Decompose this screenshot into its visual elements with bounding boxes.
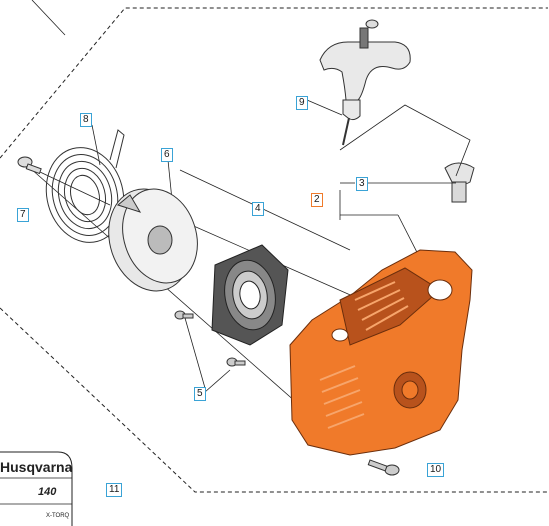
starter-handle — [319, 19, 411, 146]
rope-guide — [444, 162, 475, 203]
assembly-boundary-dashed-lower — [0, 307, 548, 493]
top-left-edge — [31, 0, 66, 36]
screw-left — [17, 156, 42, 175]
starter-pawl-housing — [211, 244, 289, 346]
model-number: 140 — [38, 486, 57, 498]
small-screws — [174, 310, 246, 367]
callout-9[interactable]: 9 — [296, 96, 308, 110]
callout-11[interactable]: 11 — [106, 483, 123, 497]
recoil-spring — [45, 129, 125, 243]
brand-name: Husqvarna — [0, 459, 73, 475]
callout-10[interactable]: 10 — [427, 463, 445, 477]
callout-6[interactable]: 6 — [161, 148, 173, 162]
rope-pulley — [108, 188, 198, 292]
assembly-boundary-dashed — [0, 7, 548, 159]
model-suffix: X-TORQ — [46, 513, 70, 519]
callout-2[interactable]: 2 — [311, 193, 323, 207]
callout-8[interactable]: 8 — [80, 113, 92, 127]
brand-logo — [0, 451, 73, 526]
screw-bottom — [367, 459, 400, 476]
callout-4[interactable]: 4 — [252, 202, 264, 216]
starter-housing — [289, 249, 473, 456]
callout-3[interactable]: 3 — [356, 177, 368, 191]
callout-5[interactable]: 5 — [194, 387, 206, 401]
callout-7[interactable]: 7 — [17, 208, 29, 222]
